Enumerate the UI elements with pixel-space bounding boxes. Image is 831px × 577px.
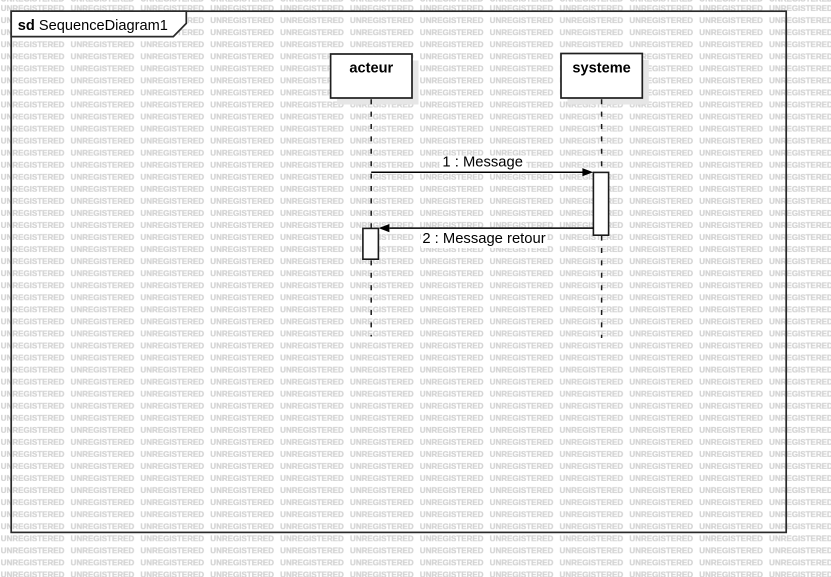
svg-text:UNREGISTERED: UNREGISTERED <box>420 0 484 3</box>
svg-text:UNREGISTERED: UNREGISTERED <box>490 0 554 3</box>
svg-text:UNREGISTERED: UNREGISTERED <box>769 0 831 3</box>
svg-text:2 : Message retour: 2 : Message retour <box>422 231 545 247</box>
svg-text:1 : Message: 1 : Message <box>442 155 523 171</box>
svg-text:UNREGISTERED: UNREGISTERED <box>71 0 135 3</box>
svg-text:UNREGISTERED: UNREGISTERED <box>210 0 274 3</box>
svg-text:UNREGISTERED: UNREGISTERED <box>629 0 693 3</box>
svg-text:UNREGISTERED: UNREGISTERED <box>1 0 65 3</box>
svg-text:sd SequenceDiagram1: sd SequenceDiagram1 <box>18 18 168 34</box>
svg-text:UNREGISTERED: UNREGISTERED <box>560 0 624 3</box>
svg-text:UNREGISTERED: UNREGISTERED <box>141 0 205 3</box>
svg-text:systeme: systeme <box>572 60 630 76</box>
svg-text:UNREGISTERED: UNREGISTERED <box>699 0 763 3</box>
svg-text:UNREGISTERED: UNREGISTERED <box>280 0 344 3</box>
svg-text:UNREGISTERED: UNREGISTERED <box>350 0 414 3</box>
svg-text:acteur: acteur <box>349 60 393 76</box>
